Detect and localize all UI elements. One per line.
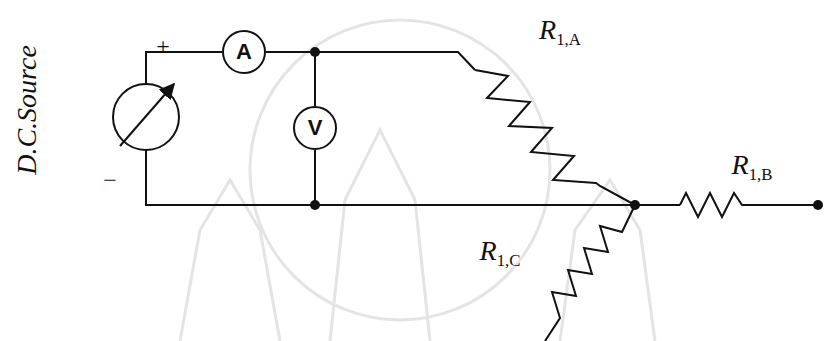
wire — [146, 150, 635, 205]
resistor-symbol — [475, 70, 635, 205]
wire-connector — [266, 52, 315, 106]
wire — [314, 150, 316, 205]
meter-letter: V — [293, 106, 337, 150]
resistor-symbol — [545, 205, 635, 341]
wire — [635, 204, 680, 206]
polarity-sign: − — [103, 168, 117, 192]
polarity-sign: + — [156, 34, 170, 58]
dc-source-symbol — [113, 84, 179, 150]
resistor-label: R1,A — [539, 16, 581, 49]
ammeter: A — [222, 30, 266, 74]
source-label: D.C.Source — [13, 45, 41, 175]
watermark — [180, 20, 655, 341]
resistor-label: R1,B — [732, 151, 773, 184]
voltmeter: V — [293, 106, 337, 150]
resistor-label: R1,C — [480, 237, 521, 270]
resistor-symbol — [680, 193, 822, 217]
junction-dots — [310, 47, 823, 210]
wire — [315, 52, 475, 70]
variable-arrow — [120, 84, 174, 146]
meter-letter: A — [222, 30, 266, 74]
